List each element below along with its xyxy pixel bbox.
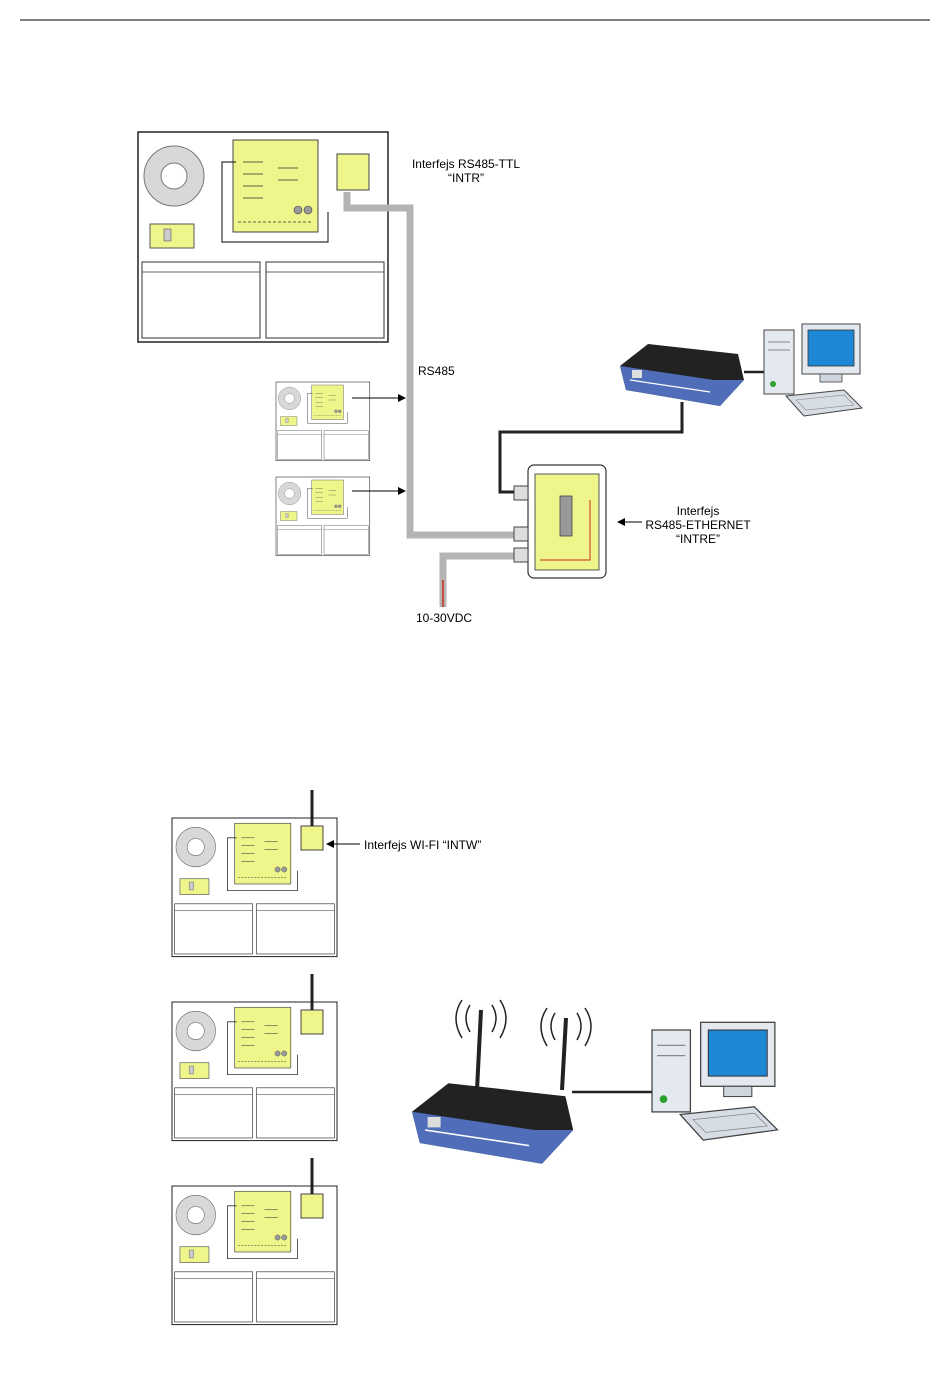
router-icon xyxy=(620,344,744,406)
psu1-arrowhead xyxy=(398,394,406,402)
intw-label: Interfejs WI-FI “INTW” xyxy=(364,838,481,852)
small-power-supply-2 xyxy=(276,477,370,556)
intre-label-3: “INTRE” xyxy=(676,532,720,546)
router-antenna-left xyxy=(477,1010,481,1090)
intr-label-2: “INTR” xyxy=(448,171,484,185)
intre-arrowhead xyxy=(617,518,625,526)
wifi-computer-icon xyxy=(652,1022,777,1140)
intre-label-2: RS485-ETHERNET xyxy=(645,518,751,532)
wireless-router-icon xyxy=(412,1083,573,1164)
intr-module xyxy=(337,154,369,190)
router-antenna-right xyxy=(562,1018,566,1090)
intr-label-1: Interfejs RS485-TTL xyxy=(412,157,520,171)
power-cable xyxy=(443,556,515,607)
rs485-label: RS485 xyxy=(418,364,455,378)
power-label: 10-30VDC xyxy=(416,611,472,625)
section-wifi: Interfejs WI-FI “INTW” xyxy=(172,790,777,1325)
psu2-arrowhead xyxy=(398,487,406,495)
intre-enclosure xyxy=(514,465,606,578)
wifi-waves-icon xyxy=(456,1000,591,1046)
small-power-supply-1 xyxy=(276,382,370,461)
computer-icon xyxy=(764,324,862,416)
section-rs485: Interfejs RS485-TTL “INTR” RS485 Interfe… xyxy=(138,132,862,625)
intre-label-1: Interfejs xyxy=(677,504,720,518)
